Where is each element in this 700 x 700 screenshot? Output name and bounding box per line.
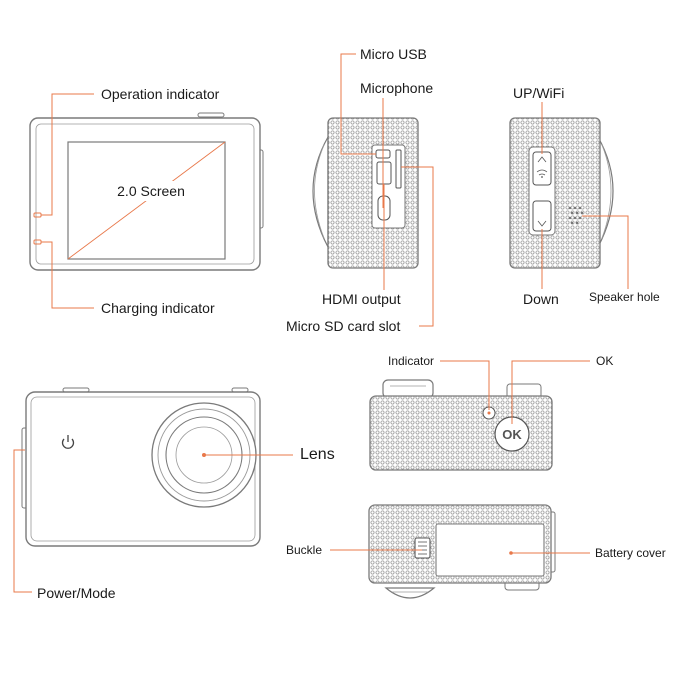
sd-card-slot [395,149,402,189]
label-buckle: Buckle [286,543,323,557]
label-battery-cover: Battery cover [595,546,666,560]
battery-cover [435,523,545,577]
speaker-holes [568,206,584,225]
label-lens: Lens [300,446,335,463]
back-view: 2.0 Screen [29,112,264,271]
front-view [21,387,261,547]
label-charging-indicator: Charging indicator [101,300,215,316]
ok-button-text: OK [502,427,522,442]
label-down: Down [523,291,559,307]
buckle [414,537,431,559]
label-hdmi-output: HDMI output [322,291,401,307]
label-speaker-hole: Speaker hole [589,290,660,304]
label-up-wifi: UP/WiFi [513,85,565,101]
label-power-mode: Power/Mode [37,585,116,601]
top-view: OK [369,379,553,471]
hdmi-port [376,161,392,185]
label-micro-sd-slot: Micro SD card slot [286,318,401,334]
button-side-view [509,117,614,269]
label-micro-usb: Micro USB [360,46,427,62]
label-operation-indicator: Operation indicator [101,86,220,102]
screen-label: 2.0 Screen [117,183,185,199]
label-microphone: Microphone [360,80,434,96]
bottom-view [368,504,556,599]
power-icon [61,435,75,449]
leader-lines [13,53,629,593]
label-ok: OK [596,354,614,368]
label-indicator: Indicator [388,354,435,368]
port-side-view [312,117,419,269]
top-body [369,395,553,471]
